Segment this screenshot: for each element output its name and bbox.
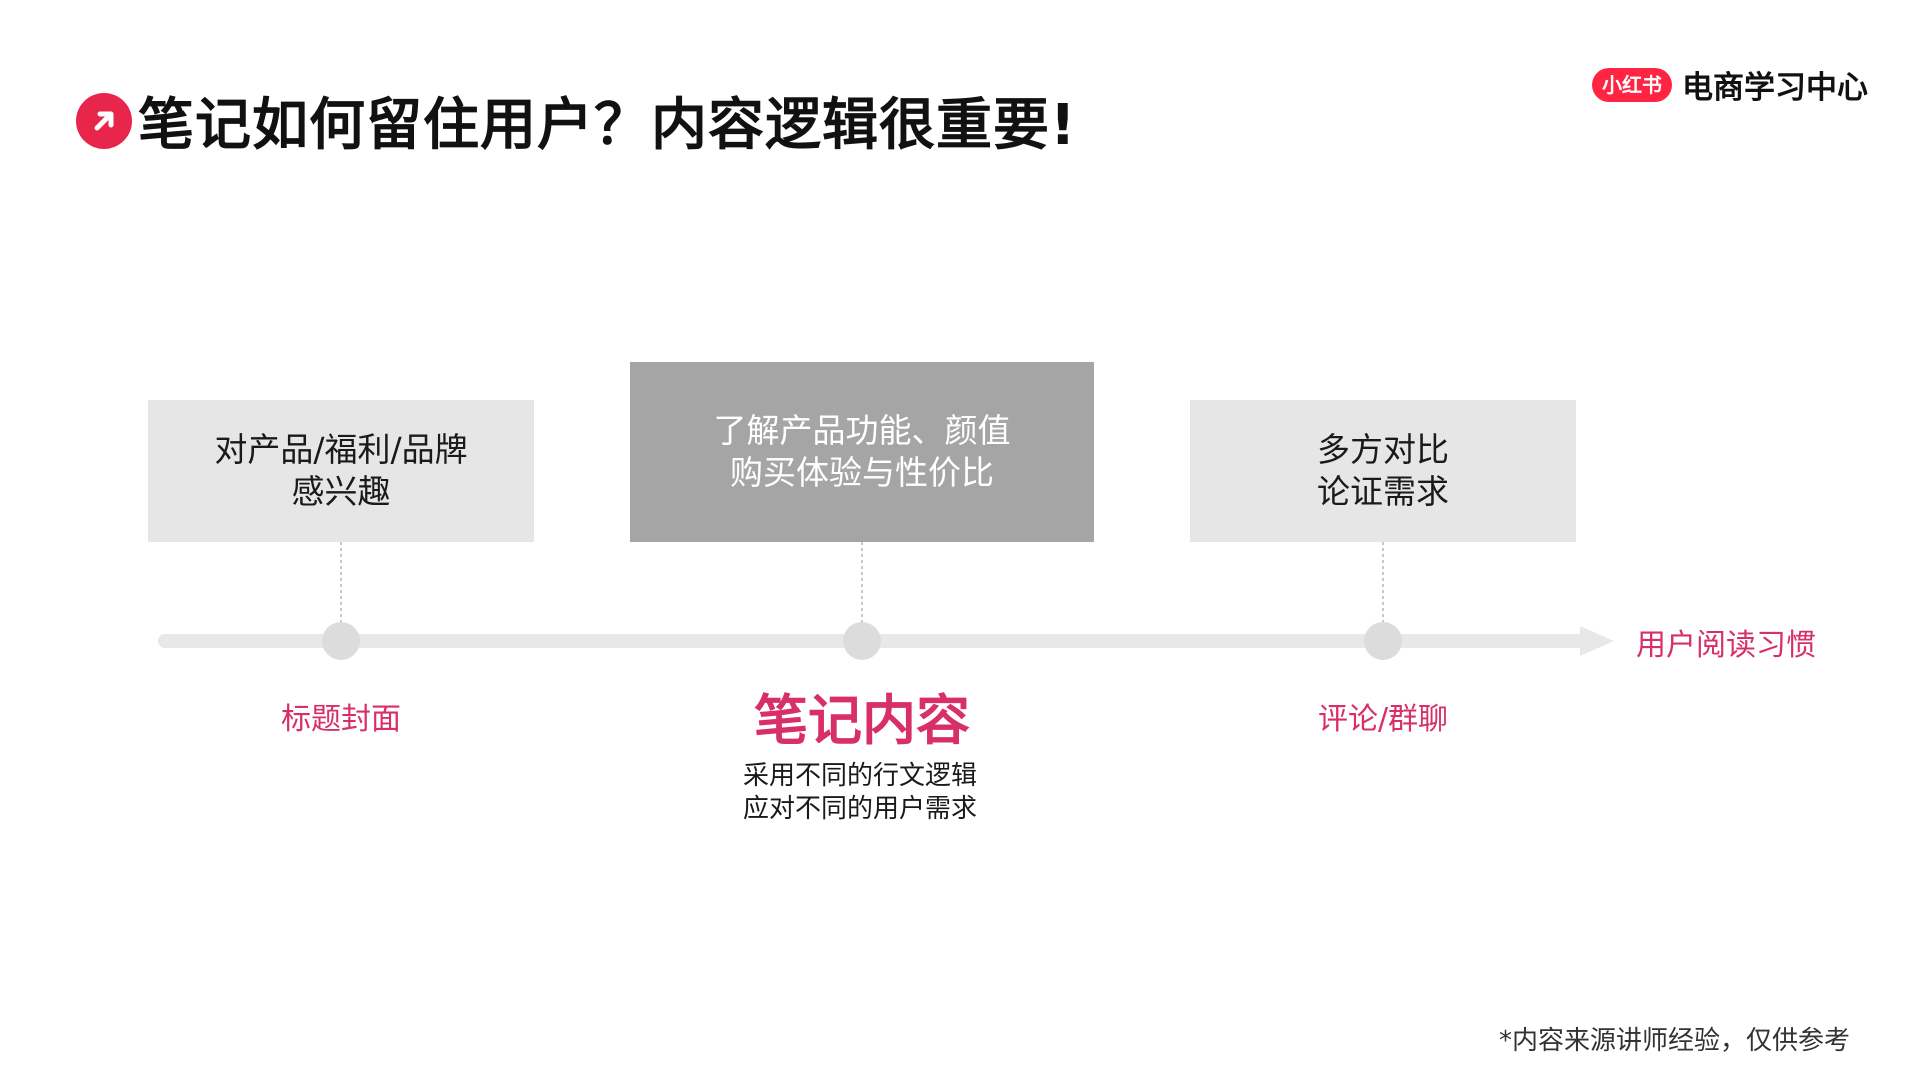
timeline-node-content (843, 622, 881, 660)
stage-label-cover: 标题封面 (281, 702, 401, 737)
timeline-arrowhead (1580, 626, 1614, 656)
content-description: 采用不同的行文逻辑 应对不同的用户需求 (742, 761, 978, 824)
timeline-node-comments (1364, 622, 1402, 660)
stage-box-comments: 多方对比 论证需求 (1190, 400, 1576, 542)
timeline-node-cover (322, 622, 360, 660)
page-header: 笔记如何留住用户？内容逻辑很重要! (76, 80, 1077, 161)
stage-label-comments: 评论/群聊 (1317, 702, 1449, 737)
brand-logo-group: 小红书 电商学习中心 (1592, 62, 1868, 107)
connector-lines (340, 542, 1384, 622)
arrow-up-right-icon (76, 92, 132, 149)
stage-box-cover: 对产品/福利/品牌 感兴趣 (148, 400, 534, 542)
footnote: *内容来源讲师经验，仅供参考 (1498, 1026, 1850, 1056)
brand-logo: 小红书 (1592, 67, 1672, 102)
timeline-end-label: 用户阅读习惯 (1636, 628, 1816, 663)
stage-label-content: 笔记内容 (754, 689, 970, 752)
page-title: 笔记如何留住用户？内容逻辑很重要! (138, 93, 1077, 158)
brand-name: 电商学习中心 (1682, 70, 1868, 106)
stage-box-content: 了解产品功能、颜值 购买体验与性价比 (630, 362, 1094, 542)
